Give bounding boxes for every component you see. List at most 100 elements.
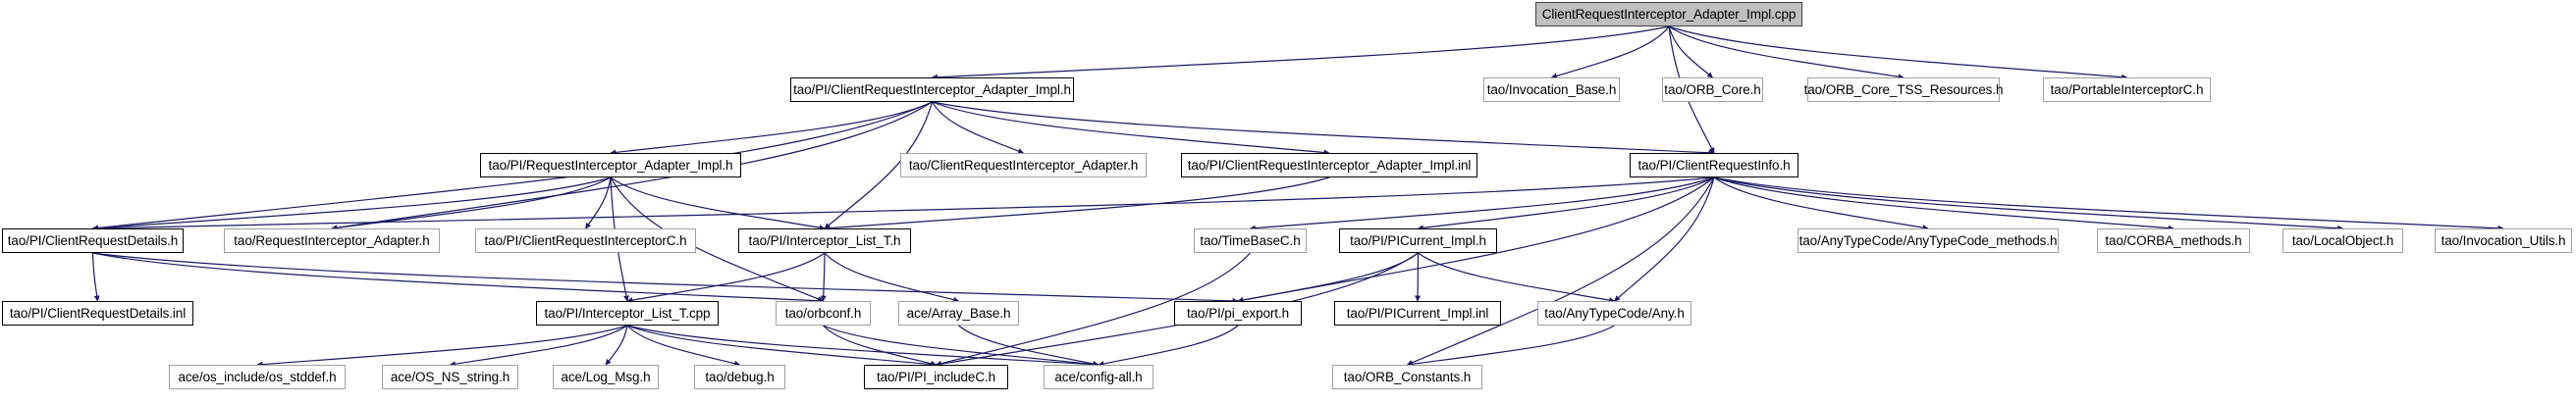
graph-node-label: tao/Invocation_Utils.h (2441, 232, 2566, 248)
graph-node-label: tao/PortableInterceptorC.h (2050, 81, 2204, 97)
graph-node-n4[interactable]: tao/ORB_Core_TSS_Resources.h (1804, 77, 2004, 102)
graph-node-label: tao/ClientRequestInterceptor_Adapter.h (908, 157, 1139, 173)
graph-edge (1415, 252, 1422, 302)
graph-edge (91, 176, 1715, 231)
graph-node-label: tao/orbconf.h (784, 305, 862, 321)
graph-edge (626, 325, 1100, 368)
graph-edge (626, 325, 938, 368)
graph-node-n3[interactable]: tao/ORB_Core.h (1662, 77, 1763, 102)
graph-node-n18[interactable]: tao/LocalObject.h (2282, 228, 2403, 253)
graph-node-n1[interactable]: tao/PI/ClientRequestInterceptor_Adapter_… (790, 77, 1074, 102)
graph-node-label: tao/ORB_Core_TSS_Resources.h (1803, 81, 2004, 97)
graph-node-label: ace/OS_NS_string.h (390, 369, 510, 384)
graph-edge (1713, 176, 2344, 231)
graph-edge (824, 252, 960, 303)
graph-edge (820, 252, 827, 302)
graph-node-n25[interactable]: tao/PI/PICurrent_Impl.inl (1334, 301, 1501, 326)
graph-node-label: tao/RequestInterceptor_Adapter.h (234, 232, 430, 248)
graph-edge (932, 101, 1330, 156)
graph-node-n27[interactable]: ace/os_include/os_stddef.h (169, 365, 346, 389)
graph-node-label: tao/PI/RequestInterceptor_Adapter_Impl.h (488, 157, 733, 173)
graph-node-n23[interactable]: ace/Array_Base.h (898, 301, 1019, 326)
graph-node-label: tao/PI/PICurrent_Impl.h (1350, 232, 1486, 248)
graph-node-n17[interactable]: tao/CORBA_methods.h (2097, 228, 2250, 253)
graph-edge (1417, 176, 1715, 231)
graph-edge (1668, 25, 2128, 80)
graph-node-label: tao/AnyTypeCode/Any.h (1544, 305, 1685, 321)
graph-edge (1614, 176, 1715, 302)
graph-node-n31[interactable]: tao/PI/PI_includeC.h (864, 365, 1008, 389)
graph-node-n10[interactable]: tao/PI/ClientRequestDetails.h (2, 228, 184, 253)
graph-edge (931, 25, 1670, 80)
graph-node-n16[interactable]: tao/AnyTypeCode/AnyTypeCode_methods.h (1798, 228, 2059, 253)
graph-node-label: tao/AnyTypeCode/AnyTypeCode_methods.h (1798, 232, 2058, 248)
graph-node-label: tao/LocalObject.h (2291, 232, 2394, 248)
graph-edge (1668, 25, 1905, 80)
graph-node-n12[interactable]: tao/PI/ClientRequestInterceptorC.h (475, 228, 696, 253)
graph-node-n30[interactable]: tao/debug.h (694, 365, 785, 389)
graph-node-n33[interactable]: tao/ORB_Constants.h (1332, 365, 1482, 389)
graph-edge (256, 325, 628, 368)
graph-edge (823, 325, 1100, 368)
graph-node-n14[interactable]: tao/TimeBaseC.h (1194, 228, 1307, 253)
graph-node-n8[interactable]: tao/PI/ClientRequestInterceptor_Adapter_… (1181, 153, 1477, 177)
graph-edge (1713, 176, 1929, 231)
graph-node-n22[interactable]: tao/orbconf.h (776, 301, 871, 326)
graph-node-n9[interactable]: tao/PI/ClientRequestInfo.h (1630, 153, 1798, 177)
graph-edge (1418, 252, 1616, 304)
graph-edge (958, 325, 1100, 367)
graph-edge (935, 252, 1251, 367)
graph-node-label: ace/os_include/os_stddef.h (178, 369, 337, 384)
graph-edge (1406, 176, 1715, 366)
graph-node-n26[interactable]: tao/AnyTypeCode/Any.h (1537, 301, 1691, 326)
graph-edge (91, 176, 612, 231)
graph-edge (824, 176, 1330, 231)
graph-edge (1406, 325, 1615, 368)
graph-node-label: ace/config-all.h (1054, 369, 1143, 384)
graph-node-n32[interactable]: ace/config-all.h (1044, 365, 1154, 389)
graph-node-label: tao/PI/ClientRequestInfo.h (1637, 157, 1791, 173)
graph-node-label: tao/PI/Interceptor_List_T.h (748, 232, 901, 248)
graph-node-n7[interactable]: tao/ClientRequestInterceptor_Adapter.h (900, 153, 1147, 177)
graph-node-label: tao/PI/ClientRequestInterceptor_Adapter_… (793, 81, 1071, 97)
graph-edge (1713, 176, 2504, 231)
graph-edge (626, 252, 826, 304)
graph-node-n11[interactable]: tao/RequestInterceptor_Adapter.h (224, 228, 440, 253)
graph-edge (931, 101, 1025, 154)
graph-node-label: tao/CORBA_methods.h (2105, 232, 2242, 248)
graph-node-n5[interactable]: tao/PortableInterceptorC.h (2043, 77, 2211, 102)
graph-edge (610, 101, 933, 156)
graph-node-label: ClientRequestInterceptor_Adapter_Impl.cp… (1541, 6, 1797, 22)
graph-edge (610, 176, 826, 231)
graph-node-n6[interactable]: tao/PI/RequestInterceptor_Adapter_Impl.h (480, 153, 741, 177)
graph-node-n15[interactable]: tao/PI/PICurrent_Impl.h (1339, 228, 1497, 253)
graph-node-label: tao/ORB_Constants.h (1343, 369, 1472, 384)
graph-node-label: ace/Array_Base.h (906, 305, 1011, 321)
graph-node-label: ace/Log_Msg.h (561, 369, 651, 384)
graph-node-label: tao/PI/pi_export.h (1186, 305, 1290, 321)
graph-edge (331, 176, 612, 231)
graph-node-n0[interactable]: ClientRequestInterceptor_Adapter_Impl.cp… (1535, 2, 1802, 26)
graph-node-label: tao/PI/ClientRequestInterceptorC.h (484, 232, 687, 248)
graph-node-label: tao/TimeBaseC.h (1200, 232, 1301, 248)
graph-edge (1237, 176, 1715, 303)
graph-edge (92, 252, 1239, 304)
graph-node-label: tao/PI/PICurrent_Impl.inl (1346, 305, 1489, 321)
graph-node-n28[interactable]: ace/OS_NS_string.h (382, 365, 518, 389)
graph-node-n29[interactable]: ace/Log_Msg.h (553, 365, 659, 389)
graph-edge (585, 176, 612, 229)
graph-edge (1237, 252, 1419, 303)
graph-node-label: tao/debug.h (705, 369, 775, 384)
graph-edge (449, 325, 628, 368)
graph-edge (1713, 176, 2174, 231)
graph-node-n21[interactable]: tao/PI/Interceptor_List_T.cpp (536, 301, 719, 326)
graph-node-n13[interactable]: tao/PI/Interceptor_List_T.h (738, 228, 911, 253)
graph-node-n19[interactable]: tao/Invocation_Utils.h (2435, 228, 2572, 253)
graph-node-n24[interactable]: tao/PI/pi_export.h (1174, 301, 1302, 326)
graph-node-n2[interactable]: tao/Invocation_Base.h (1483, 77, 1620, 102)
graph-node-n20[interactable]: tao/PI/ClientRequestDetails.inl (2, 301, 193, 326)
graph-edge (824, 101, 934, 229)
graph-node-label: tao/PI/PI_includeC.h (876, 369, 996, 384)
